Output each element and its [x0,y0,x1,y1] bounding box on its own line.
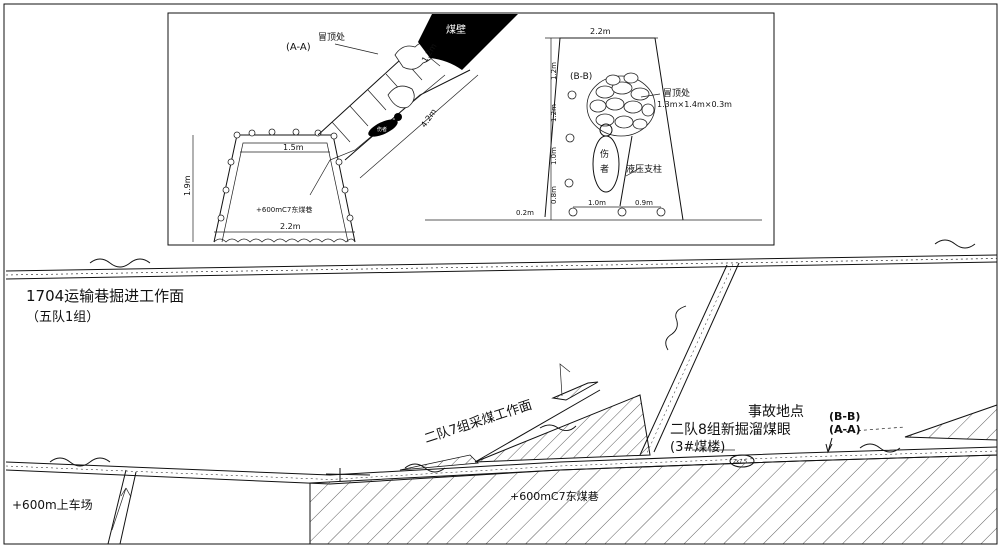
upper-roadway [5,239,998,280]
dim-bb-1-2-upper: 1.2m [550,62,558,80]
airflow-arrow-diagonal [665,305,687,351]
collapse-label-aa: 冒顶处 [318,31,345,43]
victim-figure-bb [592,135,620,193]
collapse-leader-aa [334,43,379,55]
yard-arrow [111,487,132,531]
airflow-arrow-g7 [539,424,577,431]
team2-g8-line1: 二队8组新掘溜煤眼 [670,422,791,438]
yard-label: +600m上车场 [12,497,93,512]
airflow-arrow-lower-mid [404,463,446,473]
victim-head-bb [599,123,613,137]
section-bb-marker: (B-B) [829,410,860,423]
dim-bb-top-width: 2.2m [590,27,611,36]
section-aa-label: (A-A) [286,42,311,53]
coal-body-hatch [309,454,998,545]
victim-char-1: 伤 [600,148,609,160]
small-callout: 2x7.5 [733,459,747,465]
prop-leader [625,167,641,177]
team2-g7-gob [551,381,599,401]
chute-outer [309,74,446,196]
airflow-arrow-upper-left [89,258,151,268]
team2-g7-face [399,363,651,471]
section-bb: 2.2m 1.2m 1.2m 1.0m 0.8m 0.2m [425,27,762,221]
dim-top-width-aa: 1.5m [283,143,304,152]
victim-tag-aa: 伤者 [377,126,387,133]
collapse-label-bb: 冒顶处 [663,87,690,99]
victim-char-2: 者 [600,164,609,175]
airflow-arrow-lower-right [859,443,901,453]
team2-g7-arrow [559,363,571,397]
hydraulic-prop [619,135,633,207]
dim-line-slope [359,74,479,179]
detail-inset: 煤壁 1.5m 2.2m 1.9m 4.2m 1.2m (A-A) 冒顶处 +6… [167,12,775,246]
face-1704-line2: （五队1组） [26,310,99,325]
team2-g7-hatch [474,394,651,463]
team2-g7-small-hatch [399,454,479,471]
rock-bolts [217,128,354,222]
inset-frame [167,12,775,246]
collapse-size-bb: 1.3m×1.4m×0.3m [657,100,732,109]
dim-bottom-width-aa: 2.2m [280,222,301,231]
collapse-heap-bb [586,72,656,137]
dim-height-aa: 1.9m [183,175,192,196]
dim-slope-aa: 4.2m [419,107,438,129]
lower-roadway-label: +600mC7东煤巷 [510,490,599,503]
face-1704-line1: 1704运输巷掘进工作面 [26,287,184,305]
inclined-chute-upper [344,69,471,161]
dim-bb-bottom-0-9: 0.9m [635,199,653,207]
coal-chute-marker [729,454,755,468]
section-cut-arrow [825,437,833,454]
team2-g7-label: 二队7组采煤工作面 [423,398,534,447]
airflow-arrow-upper-right [934,239,976,249]
collapse-rocks-aa-2 [387,85,415,109]
yard-branch [107,469,137,545]
dim-bb-1-0: 1.0m [550,147,558,165]
dim-bb-0-2: 0.2m [516,209,534,217]
coal-wall-block [418,14,518,70]
section-bb-label: (B-B) [570,72,592,82]
lower-roadway [5,404,998,545]
roadway-label-aa: +600mC7东煤巷 [256,205,312,214]
dim-bb-1-2-lower: 1.2m [550,104,558,122]
floor-rubble [213,238,356,243]
team2-g8-line2: (3#煤楼) [670,440,725,455]
section-bb-bolts [564,90,666,217]
mid-arrow-shaft [325,473,371,476]
section-aa-marker: (A-A) [829,423,861,436]
airflow-arrow-lower-left [49,457,111,467]
dim-bb-0-8: 0.8m [550,186,558,204]
diagonal-roadway [639,262,740,456]
prop-label: 液压支柱 [626,163,662,175]
victim-head-aa [394,113,402,121]
section-aa: 煤壁 1.5m 2.2m 1.9m 4.2m 1.2m (A-A) 冒顶处 +6… [183,14,518,243]
coal-wall-label: 煤壁 [446,23,466,36]
victim-figure-aa [368,119,398,137]
right-hatch-block [904,404,998,441]
accident-site-label: 事故地点 [748,404,804,420]
collapse-leader-bb [640,93,661,98]
roadway-section-inner [221,142,349,243]
dim-bb-bottom-1-0: 1.0m [588,199,606,207]
